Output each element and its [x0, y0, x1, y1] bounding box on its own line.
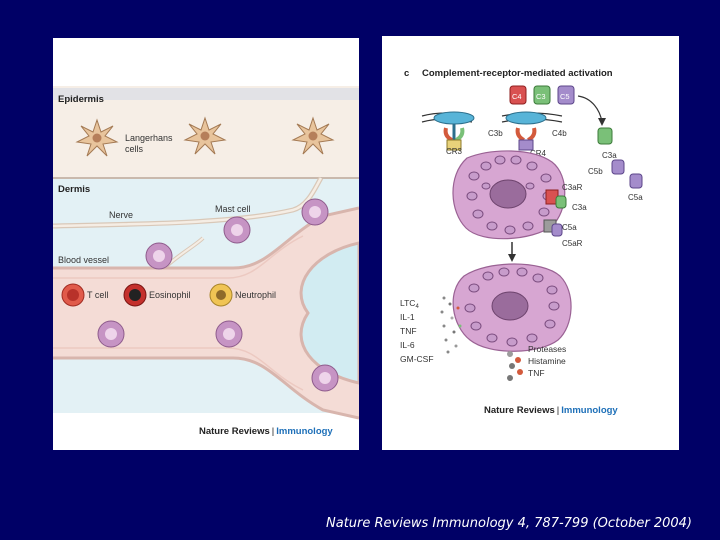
eosinophil-label: Eosinophil — [149, 290, 191, 300]
c5b-fragment — [611, 159, 625, 175]
mast-cell-label: Mast cell — [215, 204, 251, 214]
mediator-label: IL-1 — [400, 312, 415, 322]
granule-product-label: Proteases — [528, 344, 566, 354]
lipid-mediators — [440, 296, 462, 354]
panel-title: Complement-receptor-mediated activation — [422, 68, 613, 79]
receptor-complex-cr4 — [501, 111, 563, 151]
eosinophil — [123, 283, 147, 307]
langerhans-cell — [291, 116, 335, 155]
langerhans-cell — [75, 118, 119, 157]
receptor-complex-cr3 — [421, 111, 475, 151]
neutrophil — [209, 283, 233, 307]
langerhans-cell — [183, 116, 227, 155]
mast-cell-activated — [452, 150, 566, 240]
footer-separator: | — [271, 426, 275, 437]
granule-release — [507, 351, 523, 381]
c5a-free-label: C5a — [628, 193, 643, 202]
skin-diagram-panel: Epidermis Langerhans cells Dermis Mast c… — [53, 38, 359, 450]
citation-text: Nature Reviews Immunology 4, 787-799 (Oc… — [326, 516, 692, 531]
c3a-free-label: C3a — [602, 151, 617, 160]
mast-cell — [311, 364, 339, 392]
mediator-label: IL-6 — [400, 340, 415, 350]
langerhans-label-line2: cells — [125, 144, 144, 154]
dermis-label: Dermis — [58, 184, 90, 195]
footer-journal: Immunology — [561, 405, 618, 416]
c5-component: C5 — [557, 85, 575, 105]
left-figure-footer: Nature Reviews|Immunology — [199, 426, 333, 437]
complement-diagram-panel: c Complement-receptor-mediated activatio… — [382, 36, 679, 450]
t-cell-label: T cell — [87, 290, 108, 300]
cr4-label: CR4 — [530, 149, 547, 158]
footer-brand-name: Nature Reviews — [484, 405, 555, 416]
c3a-bound-label: C3a — [572, 203, 587, 212]
t-cell — [61, 283, 85, 307]
epidermis-label: Epidermis — [58, 94, 104, 105]
svg-text:C3: C3 — [536, 92, 546, 101]
c5b-label: C5b — [588, 167, 603, 176]
cr3-label: CR3 — [446, 147, 463, 156]
granule-product-label: TNF — [528, 368, 545, 378]
c3ar-label: C3aR — [562, 183, 583, 192]
granule-product-label: Histamine — [528, 356, 566, 366]
panel-letter: c — [404, 68, 409, 79]
c3b-label: C3b — [488, 129, 503, 138]
nerve-label: Nerve — [109, 210, 133, 220]
svg-text:C5: C5 — [560, 92, 570, 101]
c5a-fragment — [629, 173, 643, 189]
footer-journal: Immunology — [276, 426, 333, 437]
c3a-fragment — [597, 127, 613, 145]
mast-cell — [301, 198, 329, 226]
footer-separator: | — [556, 405, 560, 416]
mast-cell-degranulating — [452, 263, 572, 352]
right-figure-footer: Nature Reviews|Immunology — [484, 405, 618, 416]
mast-cell — [215, 320, 243, 348]
complement-diagram: c Complement-receptor-mediated activatio… — [400, 68, 643, 381]
c5ar-label: C5aR — [562, 239, 583, 248]
mediator-label: LTC4 — [400, 298, 419, 310]
footer-brand-name: Nature Reviews — [199, 426, 270, 437]
mediator-label: GM-CSF — [400, 354, 434, 364]
c4-component: C4 — [509, 85, 527, 105]
langerhans-label: Langerhans — [125, 133, 173, 143]
mediator-label: TNF — [400, 326, 417, 336]
blood-vessel-label: Blood vessel — [58, 255, 109, 265]
mast-cell — [145, 242, 173, 270]
neutrophil-label: Neutrophil — [235, 290, 276, 300]
c5a-bound-label: C5a — [562, 223, 577, 232]
mast-cell — [223, 216, 251, 244]
blood-vessel — [53, 208, 359, 418]
skin-diagram: Epidermis Langerhans cells Dermis Mast c… — [53, 86, 359, 420]
svg-text:C4: C4 — [512, 92, 522, 101]
mast-cell — [97, 320, 125, 348]
c3-component: C3 — [533, 85, 551, 105]
c4b-label: C4b — [552, 129, 567, 138]
